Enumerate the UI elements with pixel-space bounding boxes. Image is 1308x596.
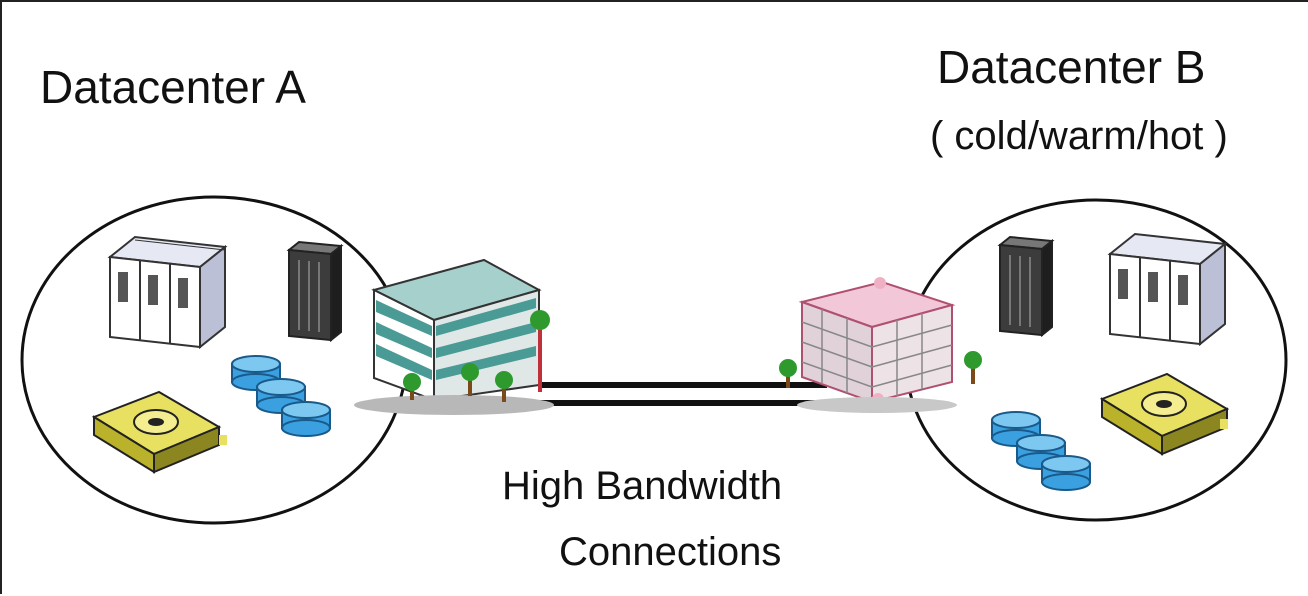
- tape-drive-icon: [91, 390, 227, 474]
- rack-server-icon: [997, 235, 1055, 338]
- connection-label-line2: Connections: [559, 530, 782, 574]
- tape-drive-icon: [1099, 372, 1230, 456]
- office-building-icon: [354, 258, 554, 415]
- rack-server-icon: [286, 240, 344, 343]
- server-cabinet-icon: [107, 235, 228, 350]
- tree-icon: [779, 351, 982, 388]
- datacenter-b-boundary: [904, 198, 1288, 522]
- office-building-icon: [797, 277, 957, 413]
- datacenter-a-title: Datacenter A: [40, 61, 306, 113]
- connection-lines: [522, 382, 837, 406]
- connection-label-line1: High Bandwidth: [502, 464, 783, 508]
- disk-stack-icon: [991, 411, 1091, 491]
- datacenter-b-mode: ( cold/warm/hot ): [930, 114, 1228, 158]
- disk-stack-icon: [231, 355, 331, 437]
- server-cabinet-icon: [1107, 232, 1228, 347]
- datacenter-b-title: Datacenter B: [937, 41, 1206, 93]
- tree-icon: [403, 310, 550, 402]
